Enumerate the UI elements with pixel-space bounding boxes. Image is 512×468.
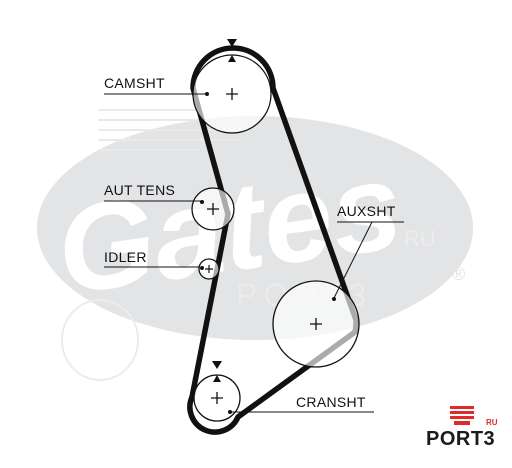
watermark-oval [37,116,473,340]
watermark-ghost-circle [61,299,139,381]
gates-watermark: Gates RU PORT3 ® [37,109,473,381]
auto-tensioner-pulley [191,187,235,231]
center-cross-icon [205,265,213,273]
auxsht-callout: AUXSHT [332,203,404,301]
port3-logo: RU PORT3 [424,404,504,454]
aut-tens-callout: AUT TENS [104,182,204,204]
cransht-callout: CRANSHT [228,394,374,414]
idler-label: IDLER [104,249,147,265]
watermark-registered-mark: ® [452,264,465,284]
camshaft-timing-mark [227,39,237,62]
camsht-callout: CAMSHT [104,75,209,96]
camsht-label: CAMSHT [104,75,165,91]
watermark-ru-text: RU [404,226,436,251]
crankshaft-timing-mark [212,361,222,382]
watermark-stripes [98,109,240,151]
center-cross-icon [207,203,219,215]
center-cross-icon [211,392,223,404]
auxiliary-shaft-pulley [272,280,360,368]
center-cross-icon [310,318,322,330]
aut-tens-label: AUT TENS [104,182,175,198]
timing-notch-icon [228,55,236,62]
timing-arrow-icon [212,361,222,369]
logo-name: PORT3 [426,428,496,450]
idler-callout: IDLER [104,249,204,270]
center-cross-icon [226,88,238,100]
timing-arrow-icon [227,39,237,47]
piston-logo-icon [450,406,474,425]
cransht-label: CRANSHT [296,394,366,410]
timing-notch-icon [213,375,221,382]
logo-tld: RU [486,418,498,427]
idler-pulley [198,258,220,280]
auxsht-label: AUXSHT [337,203,396,219]
